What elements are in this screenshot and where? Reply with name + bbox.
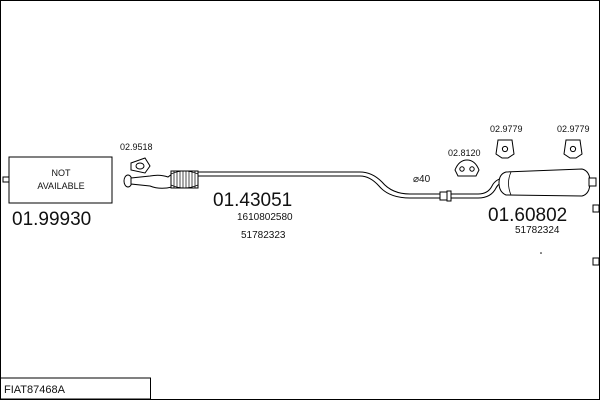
silencer-seam — [508, 171, 512, 196]
middle-pipe-oem-number: 51782323 — [241, 230, 286, 241]
reference-code: FIAT87468A — [4, 384, 66, 396]
edge-tab — [592, 204, 600, 213]
rear-silencer-oem-number: 51782324 — [515, 225, 560, 236]
rear-silencer[interactable]: 01.60802 51782324 — [446, 168, 597, 236]
stray-dot — [540, 252, 542, 254]
rubber-hanger-icon — [454, 159, 480, 177]
flex-pipe-braid — [170, 170, 199, 189]
front-section-inlet — [2, 176, 10, 183]
flex-pipe-ribs — [173, 171, 196, 188]
gasket-hole-icon — [135, 162, 145, 170]
pipe-diameter-label: ⌀40 — [413, 174, 431, 185]
hanger-hole-icon — [501, 145, 509, 153]
middle-pipe[interactable]: 01.43051 1610802580 51782323 — [123, 170, 448, 241]
flex-pipe-icon — [170, 170, 199, 189]
reference-code-box: FIAT87468A — [0, 377, 151, 400]
hanger-center[interactable]: 02.8120 — [448, 148, 481, 177]
tail-pipe-icon — [588, 177, 597, 187]
hanger-center-part-number: 02.8120 — [448, 148, 481, 158]
hanger-hole-icon — [469, 166, 475, 172]
hanger-rear-left[interactable]: 02.9779 — [490, 124, 523, 159]
hanger-rear-right-part-number: 02.9779 — [557, 124, 590, 134]
gasket-part-number: 02.9518 — [120, 142, 153, 152]
rear-silencer-part-number: 01.60802 — [488, 205, 567, 226]
rear-silencer-clamp — [446, 190, 452, 202]
rear-silencer-inlet-pipe — [448, 177, 507, 199]
front-section-part-number: 01.99930 — [12, 209, 91, 230]
hanger-rear-right[interactable]: 02.9779 — [557, 124, 590, 159]
front-section[interactable]: NOT AVAILABLE 01.99930 — [2, 156, 113, 230]
reference-code-frame — [0, 377, 151, 400]
edge-tab — [592, 257, 600, 266]
front-section-status-line: NOT — [52, 168, 72, 178]
middle-pipe-end — [439, 191, 448, 201]
hanger-hole-icon — [459, 166, 465, 172]
middle-pipe-oem-number: 1610802580 — [237, 212, 293, 223]
silencer-icon — [498, 168, 591, 197]
middle-pipe-part-number: 01.43051 — [213, 190, 292, 211]
hanger-hole-icon — [569, 145, 577, 153]
gasket[interactable]: 02.9518 — [120, 142, 153, 174]
front-section-box — [8, 156, 113, 204]
hanger-rear-left-part-number: 02.9779 — [490, 124, 523, 134]
front-section-status-line: AVAILABLE — [37, 181, 84, 191]
